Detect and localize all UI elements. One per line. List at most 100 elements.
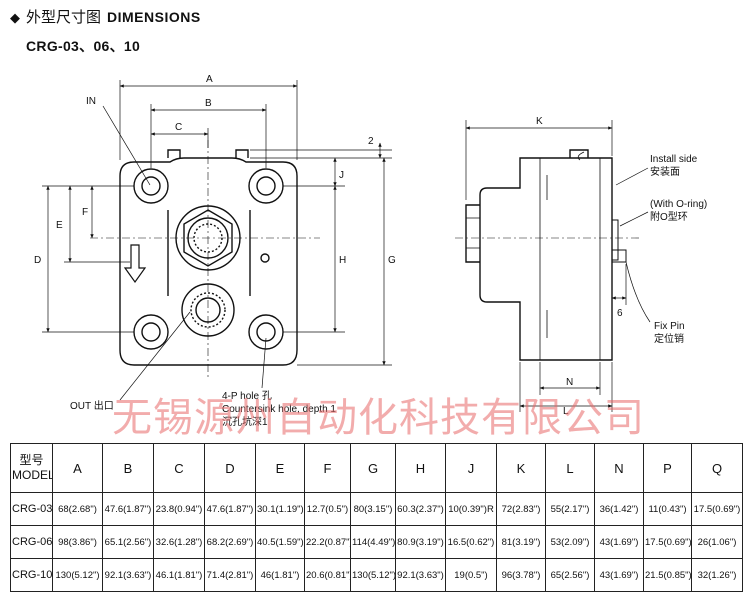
bolt-hole-top-left — [133, 168, 169, 204]
hole-note-2: Countersink hole, depth 1 — [222, 404, 336, 415]
table-cell: 96(3.78") — [496, 558, 546, 592]
pin-hole — [260, 253, 270, 263]
port-in-label: IN — [86, 96, 96, 107]
col-header: E — [255, 443, 305, 493]
table-cell: 80(3.15") — [350, 492, 396, 526]
col-header: G — [350, 443, 396, 493]
table-cell: 68.2(2.69") — [204, 525, 256, 559]
table-cell: 23.8(0.94") — [153, 492, 205, 526]
table-cell: 92.1(3.63") — [395, 558, 446, 592]
table-cell: 20.6(0.81") — [304, 558, 351, 592]
side-body-outline — [479, 157, 613, 361]
table-cell: 60.3(2.37") — [395, 492, 446, 526]
side-hex-plug — [465, 204, 480, 263]
table-cell: 32(1.26") — [691, 558, 743, 592]
dim-label-l: L — [563, 406, 569, 417]
table-cell: 114(4.49") — [350, 525, 396, 559]
dim-label-n: N — [566, 377, 573, 388]
table-cell: 46.1(1.81") — [153, 558, 205, 592]
dim-label-j: J — [339, 170, 344, 181]
table-cell: 98(3.86") — [52, 525, 103, 559]
col-header: P — [643, 443, 692, 493]
front-view — [90, 140, 320, 380]
table-cell: 130(5.12") — [350, 558, 396, 592]
model-header-en: MODEL — [12, 468, 53, 482]
table-cell: 22.2(0.87") — [304, 525, 351, 559]
dimensions-table: 型号 MODEL A B C D E F G H J K L N P Q CRG… — [10, 443, 743, 592]
table-cell: 81(3.19") — [496, 525, 546, 559]
table-row: CRG-03 68(2.68") 47.6(1.87") 23.8(0.94")… — [10, 492, 743, 526]
install-side-cn: 安装面 — [650, 165, 680, 178]
table-cell: 71.4(2.81") — [204, 558, 256, 592]
col-header: L — [545, 443, 595, 493]
col-header: Q — [691, 443, 743, 493]
bolt-hole-bottom-right — [248, 314, 284, 350]
section-header: ◆ 外型尺寸图 DIMENSIONS — [10, 6, 201, 27]
table-cell: 36(1.42") — [594, 492, 644, 526]
col-header: D — [204, 443, 256, 493]
table-row: CRG-10 130(5.12") 92.1(3.63") 46.1(1.81"… — [10, 558, 743, 592]
table-cell: 47.6(1.87") — [102, 492, 154, 526]
table-cell: 10(0.39")R — [445, 492, 497, 526]
col-header: B — [102, 443, 154, 493]
model-header: 型号 MODEL — [10, 443, 53, 493]
table-cell: 65(2.56") — [545, 558, 595, 592]
model-cell: CRG-06 — [10, 525, 53, 559]
col-header: F — [304, 443, 351, 493]
fixpin-cn: 定位销 — [654, 332, 684, 345]
front-view-labels: A B C D E F 2 J H G IN OUT 出口 4-P hole 孔… — [34, 74, 396, 428]
model-cell: CRG-10 — [10, 558, 53, 592]
title-en: DIMENSIONS — [107, 9, 201, 25]
front-view-dimensions — [42, 80, 392, 401]
table-cell: 55(2.17") — [545, 492, 595, 526]
flow-arrow-icon — [123, 244, 147, 284]
dim-label-b: B — [205, 98, 212, 109]
install-side-en: Install side — [650, 154, 698, 165]
diamond-bullet-icon: ◆ — [10, 10, 20, 25]
table-cell: 130(5.12") — [52, 558, 103, 592]
dim-label-g: G — [388, 255, 396, 266]
title-cn: 外型尺寸图 — [26, 9, 102, 26]
model-header-cn: 型号 — [19, 453, 44, 467]
col-header: J — [445, 443, 497, 493]
table-cell: 21.5(0.85") — [643, 558, 692, 592]
table-cell: 19(0.5") — [445, 558, 497, 592]
col-header: H — [395, 443, 446, 493]
table-cell: 26(1.06") — [691, 525, 743, 559]
fix-pin — [612, 249, 627, 263]
table-cell: 80.9(3.19") — [395, 525, 446, 559]
table-cell: 72(2.83") — [496, 492, 546, 526]
table-cell: 17.5(0.69") — [691, 492, 743, 526]
table-cell: 40.5(1.59") — [255, 525, 305, 559]
fixpin-en: Fix Pin — [654, 321, 685, 332]
table-cell: 43(1.69") — [594, 558, 644, 592]
oring-en: (With O-ring) — [650, 199, 707, 210]
table-cell: 30.1(1.19") — [255, 492, 305, 526]
side-view — [455, 149, 640, 361]
hole-note-3: 沉孔坑深1 — [222, 415, 268, 428]
dim-label-h: H — [339, 255, 346, 266]
table-cell: 47.6(1.87") — [204, 492, 256, 526]
col-header: C — [153, 443, 205, 493]
dim-label-e: E — [56, 220, 63, 231]
side-view-dimensions — [465, 120, 651, 412]
dim-label-k: K — [536, 116, 543, 127]
table-cell: 43(1.69") — [594, 525, 644, 559]
col-header: N — [594, 443, 644, 493]
bolt-hole-top-right — [248, 168, 284, 204]
model-list: CRG-03、06、10 — [26, 38, 141, 54]
bolt-hole-bottom-left — [133, 314, 169, 350]
table-cell: 11(0.43") — [643, 492, 692, 526]
side-view-labels: K N L 6 Install side 安装面 (With O-ring) 附… — [536, 116, 707, 417]
table-row: CRG-06 98(3.86") 65.1(2.56") 32.6(1.28")… — [10, 525, 743, 559]
valve-body-outline — [119, 157, 298, 366]
dim-label-d: D — [34, 255, 41, 266]
dim-label-2: 2 — [368, 136, 374, 147]
table-cell: 46(1.81") — [255, 558, 305, 592]
table-cell: 16.5(0.62") — [445, 525, 497, 559]
dimension-drawing: A B C D E F 2 J H G IN OUT 出口 4-P hole 孔… — [34, 74, 707, 428]
oring-cn: 附O型环 — [650, 210, 688, 223]
col-header: K — [496, 443, 546, 493]
dim-label-6: 6 — [617, 308, 623, 319]
table-header-row: 型号 MODEL A B C D E F G H J K L N P Q — [10, 443, 743, 493]
